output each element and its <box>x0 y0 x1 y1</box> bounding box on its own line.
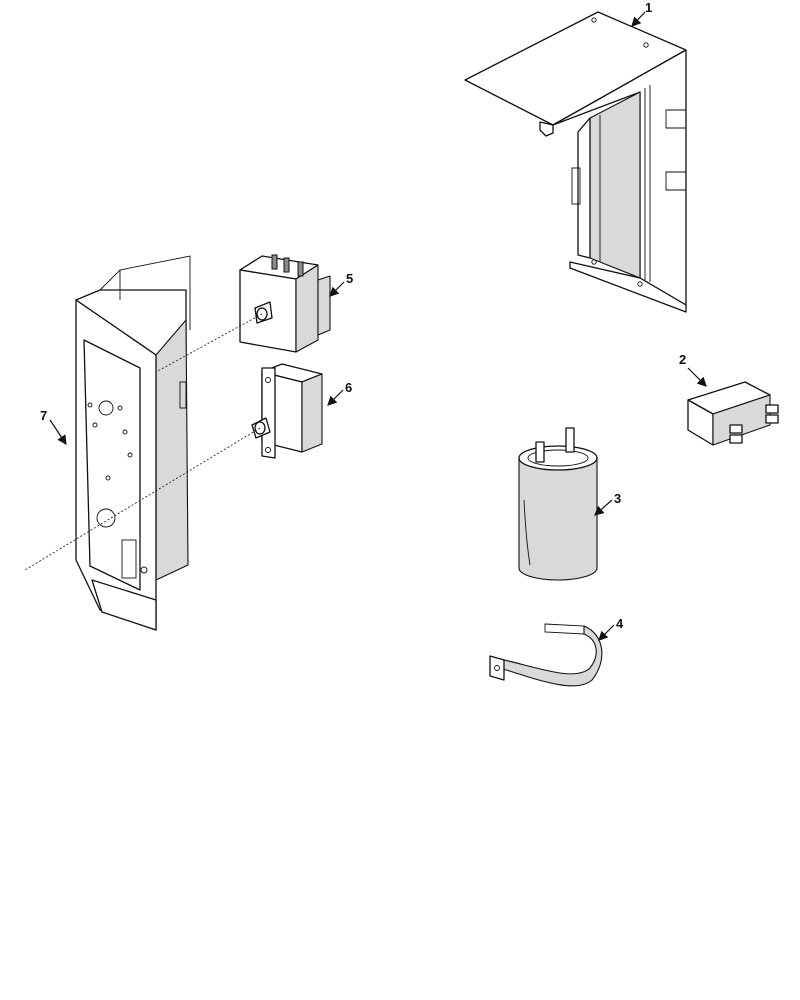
callout-3: 3 <box>594 491 621 516</box>
switch-upper-part[interactable] <box>239 254 331 353</box>
capacitor-part[interactable] <box>518 427 598 581</box>
relay-part[interactable] <box>687 381 779 446</box>
alignment-lines <box>24 313 263 571</box>
callout-5: 5 <box>329 271 353 297</box>
callout-label-1: 1 <box>645 0 652 15</box>
callout-label-6: 6 <box>345 380 352 395</box>
callout-1: 1 <box>631 0 652 27</box>
switch-lower-part[interactable] <box>251 363 323 459</box>
bracket-part[interactable] <box>75 255 191 631</box>
callout-4: 4 <box>598 616 624 641</box>
callout-label-7: 7 <box>40 408 47 423</box>
callout-2: 2 <box>679 352 707 387</box>
callout-label-3: 3 <box>614 491 621 506</box>
callout-6: 6 <box>327 380 352 406</box>
callout-label-4: 4 <box>616 616 624 631</box>
strap-part[interactable] <box>489 623 603 687</box>
callout-label-2: 2 <box>679 352 686 367</box>
cover-part[interactable] <box>464 11 687 313</box>
callout-7: 7 <box>40 408 67 445</box>
callout-label-5: 5 <box>346 271 353 286</box>
